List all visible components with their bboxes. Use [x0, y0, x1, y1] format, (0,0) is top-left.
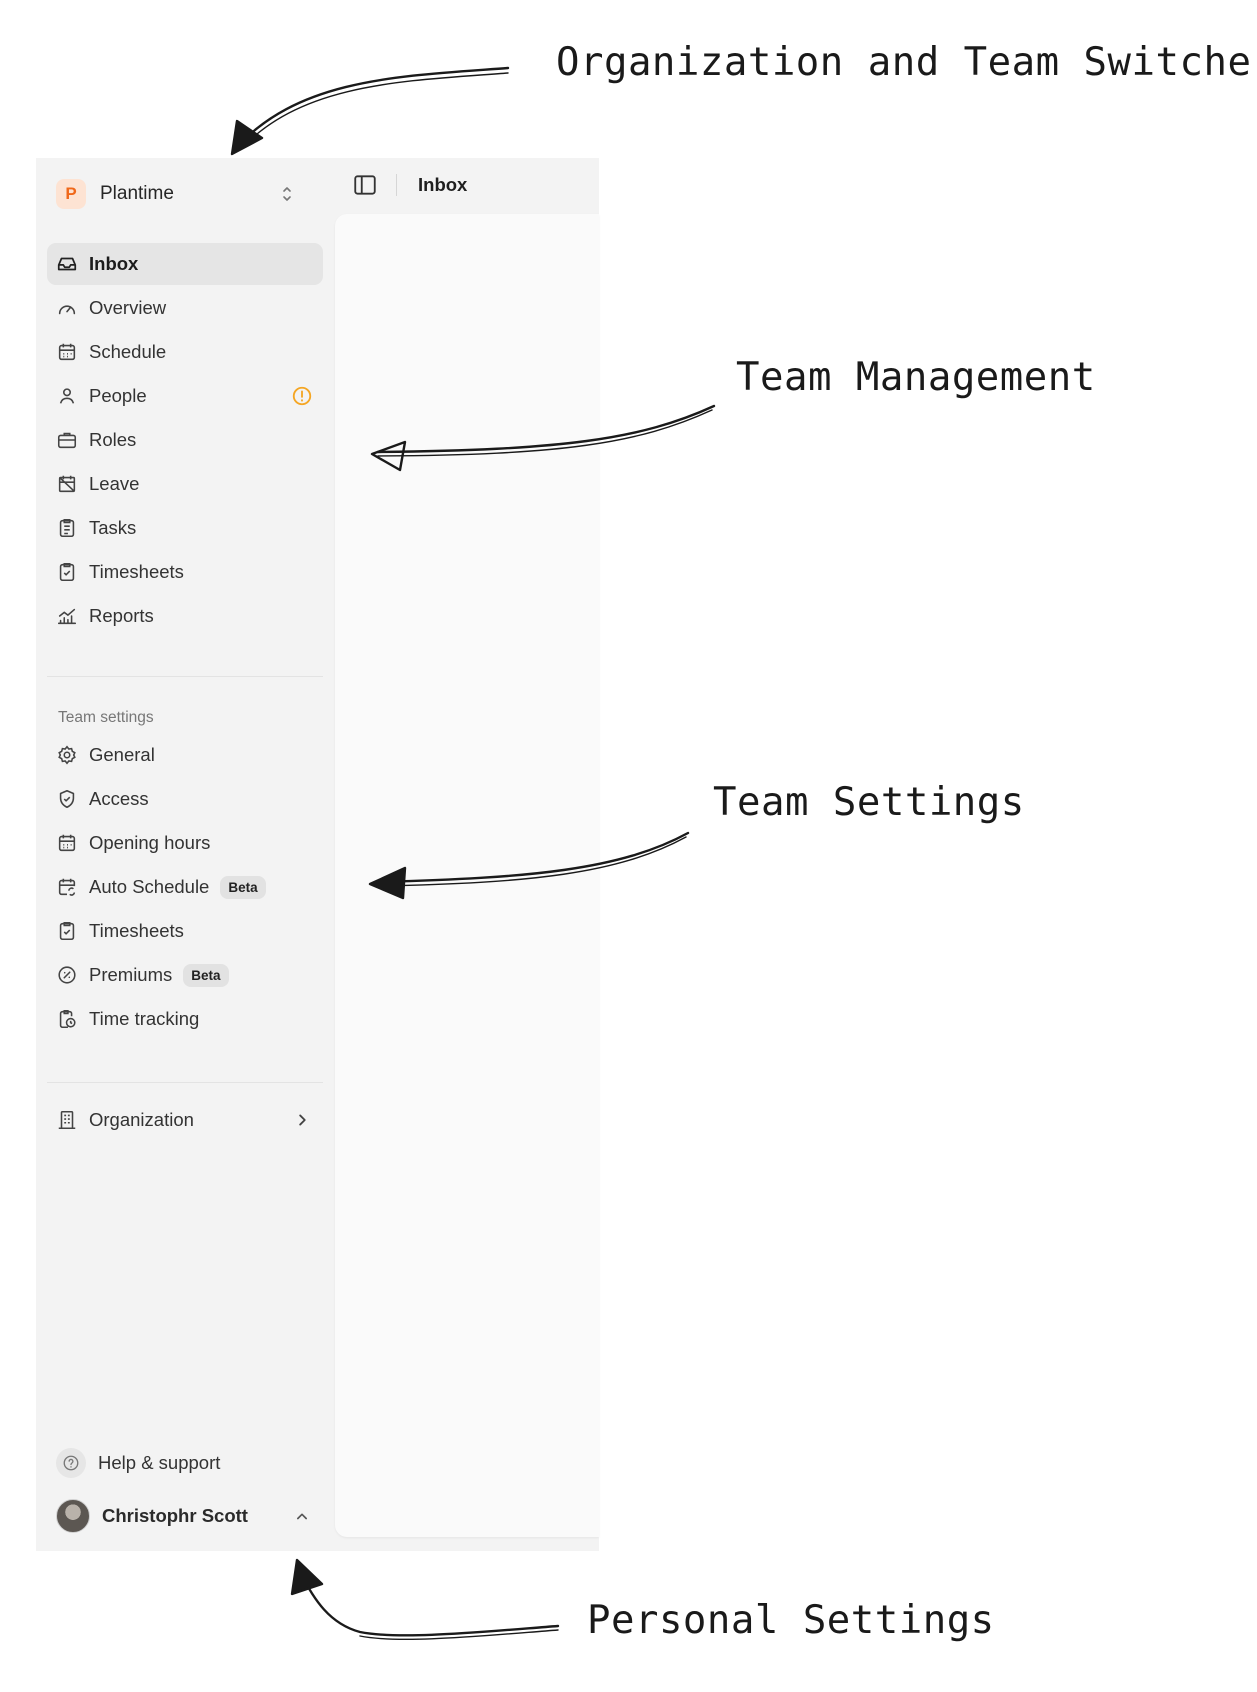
clipboard-check-icon — [59, 562, 75, 582]
clipboard-clock-icon — [59, 1009, 76, 1029]
nav-label: Inbox — [89, 253, 139, 274]
warning-icon — [292, 386, 312, 406]
arrow-org-switcher — [234, 66, 510, 150]
chevron-right-icon — [299, 1114, 306, 1126]
nav-item-inbox[interactable]: Inbox — [47, 243, 323, 285]
chart-icon — [57, 608, 77, 625]
nav-item-premiums[interactable]: Premiums Beta — [47, 954, 323, 996]
gauge-icon — [58, 305, 76, 315]
annotation-team-management: Team Management — [736, 355, 1096, 400]
chevron-up-icon — [297, 1513, 307, 1520]
building-icon — [58, 1110, 76, 1130]
question-circle-icon — [56, 1448, 86, 1478]
chevrons-up-down-icon — [283, 187, 291, 201]
arrowhead — [230, 119, 264, 156]
nav-item-access[interactable]: Access — [47, 778, 323, 820]
briefcase-icon — [57, 432, 77, 449]
calendar-icon — [58, 343, 76, 361]
nav-item-auto-schedule[interactable]: Auto Schedule Beta — [47, 866, 323, 908]
nav-item-leave[interactable]: Leave — [47, 463, 323, 505]
divider — [47, 1082, 323, 1083]
nav-label: Timesheets — [89, 920, 184, 941]
clipboard-check-icon — [59, 921, 75, 941]
nav-label: Time tracking — [89, 1008, 200, 1029]
section-label-team-settings: Team settings — [58, 709, 154, 726]
clipboard-list-icon — [59, 518, 75, 538]
team-name: Plantime — [100, 183, 174, 204]
beta-badge: Beta — [183, 963, 229, 987]
nav-item-people[interactable]: People — [47, 375, 323, 417]
nav-item-overview[interactable]: Overview — [47, 287, 323, 329]
nav-label: Access — [89, 788, 149, 809]
nav-label: Tasks — [89, 517, 137, 538]
nav-item-roles[interactable]: Roles — [47, 419, 323, 461]
nav-label: Roles — [89, 429, 137, 450]
main-content-panel — [335, 214, 599, 1537]
nav-item-organization[interactable]: Organization — [47, 1099, 323, 1141]
divider — [47, 676, 323, 677]
nav-label: Organization — [89, 1109, 194, 1130]
sidebar-toggle-icon[interactable] — [352, 172, 378, 198]
percent-badge-icon — [58, 966, 76, 984]
sidebar: P Plantime Inbox Overview Schedule Peopl… — [36, 158, 324, 1551]
nav-label: Timesheets — [89, 561, 184, 582]
nav-label: People — [89, 385, 147, 406]
nav-label: Leave — [89, 473, 140, 494]
nav-label: General — [89, 744, 155, 765]
user-name: Christophr Scott — [102, 1505, 248, 1526]
nav-label: Premiums — [89, 964, 173, 985]
calendar-icon — [58, 834, 76, 852]
help-support-label: Help & support — [98, 1452, 221, 1473]
nav-item-time-tracking[interactable]: Time tracking — [47, 998, 323, 1040]
annotation-team-settings: Team Settings — [713, 780, 1025, 825]
shield-check-icon — [59, 789, 75, 809]
nav-label: Overview — [89, 297, 167, 318]
inbox-icon — [57, 257, 77, 271]
gear-icon — [58, 745, 76, 765]
nav-item-schedule[interactable]: Schedule — [47, 331, 323, 373]
avatar — [56, 1499, 90, 1533]
nav-item-tasks[interactable]: Tasks — [47, 507, 323, 549]
user-icon — [59, 388, 75, 404]
nav-label: Auto Schedule — [89, 876, 210, 897]
nav-label: Schedule — [89, 341, 167, 362]
team-switcher[interactable]: P Plantime — [56, 176, 296, 212]
annotation-org-switcher: Organization and Team Switcher — [556, 40, 1257, 85]
nav-label: Opening hours — [89, 832, 211, 853]
annotation-personal-settings: Personal Settings — [587, 1598, 995, 1643]
divider — [396, 174, 397, 196]
calendar-sync-icon — [58, 878, 76, 896]
user-menu[interactable]: Christophr Scott — [56, 1498, 312, 1534]
calendar-off-icon — [58, 475, 76, 493]
app-window: P Plantime Inbox Overview Schedule Peopl… — [36, 158, 599, 1551]
arrow-personal-settings — [298, 1570, 560, 1637]
page-title: Inbox — [418, 174, 468, 195]
nav-item-reports[interactable]: Reports — [47, 595, 323, 637]
nav-label: Reports — [89, 605, 154, 626]
nav-item-settings-timesheets[interactable]: Timesheets — [47, 910, 323, 952]
help-support-item[interactable]: Help & support — [56, 1445, 220, 1481]
beta-badge: Beta — [220, 875, 266, 899]
arrowhead — [290, 1558, 324, 1596]
nav-item-general[interactable]: General — [47, 734, 323, 776]
nav-item-timesheets[interactable]: Timesheets — [47, 551, 323, 593]
team-avatar: P — [56, 179, 86, 209]
nav-item-opening-hours[interactable]: Opening hours — [47, 822, 323, 864]
